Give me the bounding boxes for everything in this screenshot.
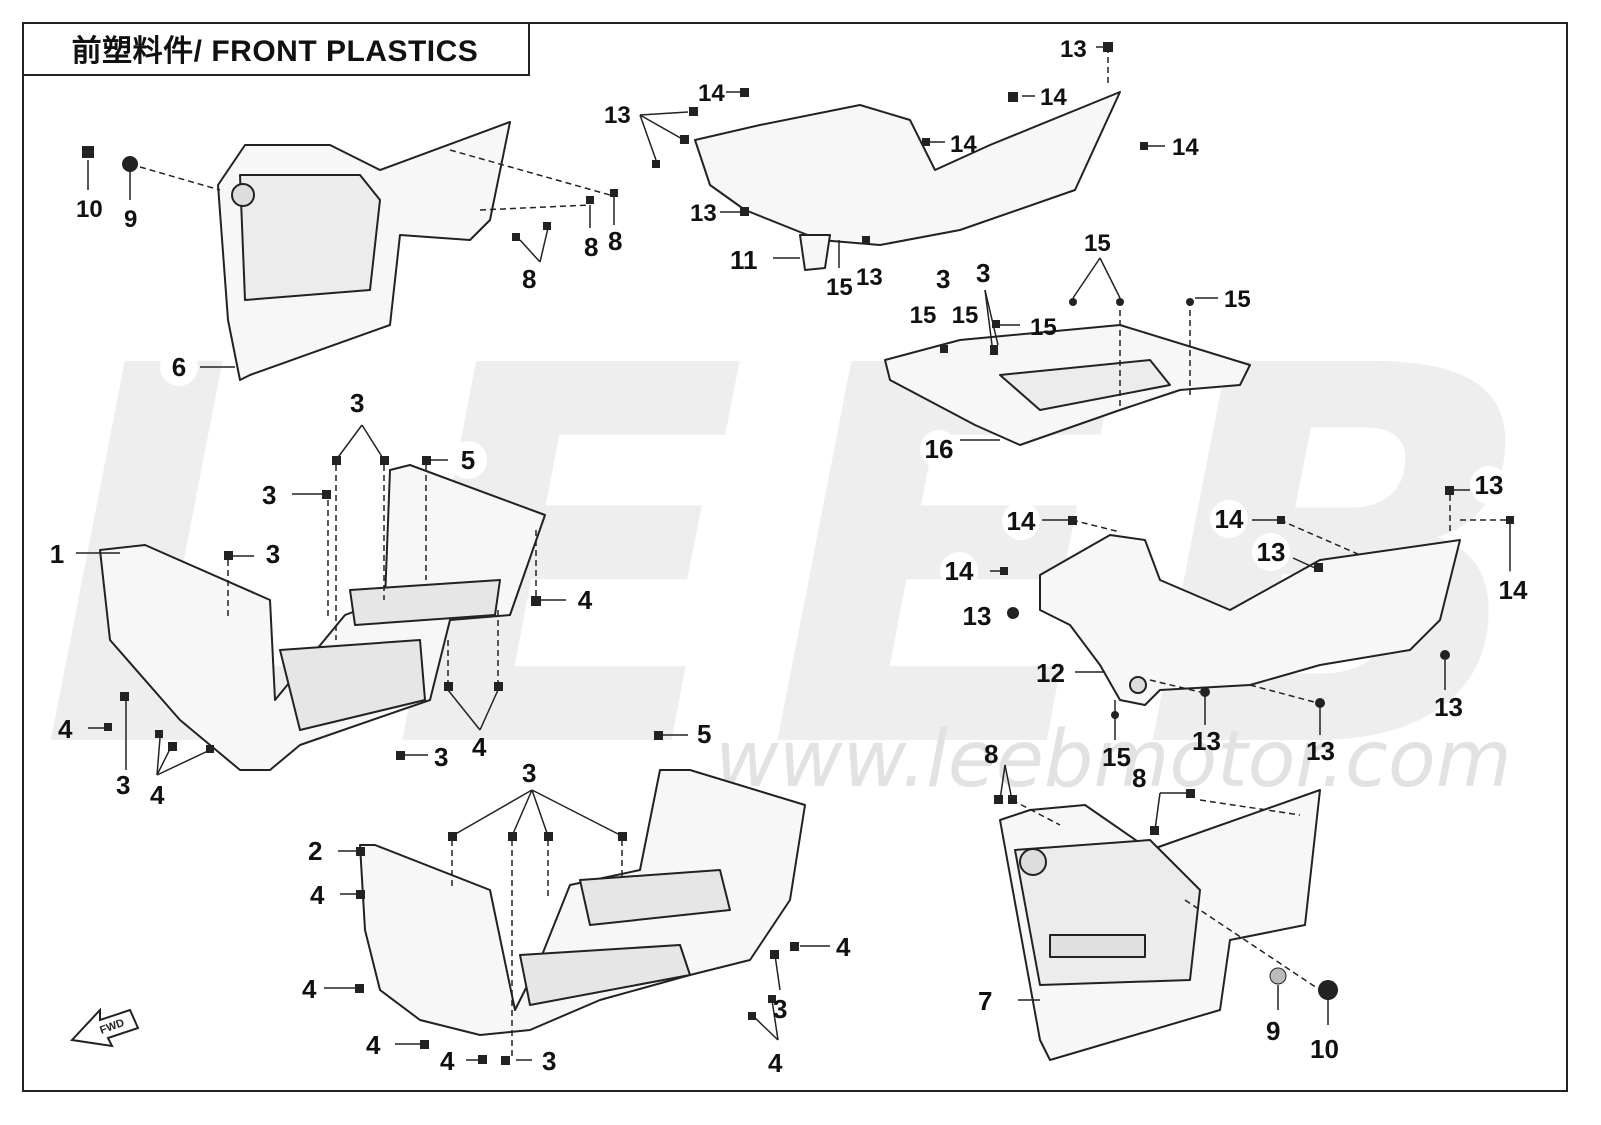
part-12-right-fender (1039, 534, 1461, 706)
callout-4: 4 (472, 732, 487, 762)
callout-8: 8 (584, 232, 599, 262)
callout-13: 13 (1252, 533, 1290, 571)
callout-13: 13 (1306, 736, 1335, 766)
callout-13: 13 (604, 102, 631, 129)
callout-3: 3 (116, 770, 131, 800)
callout-4: 4 (768, 1048, 783, 1078)
callout-14: 14 (1172, 134, 1199, 161)
part-1-left-footrest (99, 464, 546, 771)
callout-8: 8 (1132, 763, 1147, 793)
callout-4: 4 (150, 780, 165, 810)
callout-14: 14 (1210, 500, 1248, 538)
callout-4: 4 (302, 974, 317, 1004)
part-7-right-side-panel (999, 789, 1321, 1061)
callout-14: 14 (940, 552, 978, 590)
callout-5: 5 (449, 441, 487, 479)
callout-10: 10 (76, 196, 103, 223)
callout-10: 10 (1310, 1034, 1339, 1064)
callout-13: 13 (856, 264, 883, 291)
part-6-left-side-panel (217, 121, 511, 381)
callout-15: 15 (1084, 230, 1111, 257)
callout-3: 3 (773, 994, 788, 1024)
callout-14: 14 (950, 131, 977, 158)
url-watermark: www.leebmotor.com (715, 715, 1512, 805)
callout-9: 9 (124, 206, 138, 233)
callout-11: 11 (730, 245, 758, 275)
callout-15: 15 (904, 297, 942, 335)
callout-4: 4 (310, 880, 325, 910)
callout-13: 13 (690, 200, 717, 227)
callout-13: 13 (1192, 726, 1221, 756)
callout-1: 1 (38, 535, 76, 573)
callout-6: 6 (160, 348, 198, 386)
part-11-upper-front-fender (694, 91, 1121, 271)
diagram-frame (22, 22, 1568, 1092)
callout-8: 8 (608, 226, 623, 256)
callout-3: 3 (350, 388, 365, 418)
callout-3: 3 (542, 1046, 557, 1076)
fwd-arrow-icon (69, 1007, 140, 1048)
callout-14: 14 (1494, 571, 1532, 609)
title-box: 前塑料件/ FRONT PLASTICS (22, 22, 530, 76)
callout-8: 8 (522, 264, 537, 294)
callout-13: 13 (1434, 692, 1463, 722)
callout-9: 9 (1266, 1016, 1281, 1046)
page-title: 前塑料件/ FRONT PLASTICS (71, 35, 479, 68)
callout-12: 12 (1036, 658, 1065, 688)
callout-14: 14 (1002, 502, 1040, 540)
callout-2: 2 (308, 836, 323, 866)
part-2-right-footrest (359, 769, 806, 1036)
callout-4: 4 (366, 1030, 381, 1060)
callout-3: 3 (254, 535, 292, 573)
callout-15: 15 (826, 274, 853, 301)
callout-13: 13 (1470, 466, 1508, 504)
callout-4: 4 (836, 932, 851, 962)
callout-13: 13 (958, 597, 996, 635)
callout-15: 15 (1224, 286, 1251, 313)
callout-15: 15 (946, 297, 984, 335)
part-16-tray (884, 324, 1251, 446)
callout-14: 14 (1040, 84, 1067, 111)
callout-3: 3 (522, 758, 537, 788)
callout-3: 3 (976, 258, 991, 288)
callout-15: 15 (1102, 742, 1131, 772)
callout-13: 13 (1060, 36, 1087, 63)
callout-4: 4 (566, 581, 604, 619)
callout-15: 15 (1030, 314, 1057, 341)
callout-14: 14 (698, 80, 725, 107)
callout-8: 8 (984, 739, 999, 769)
callout-4: 4 (58, 714, 73, 744)
callout-4: 4 (440, 1046, 455, 1076)
callout-3: 3 (936, 264, 951, 294)
callout-3: 3 (262, 480, 277, 510)
callout-5: 5 (697, 719, 712, 749)
callout-7: 7 (978, 986, 993, 1016)
callout-16: 16 (920, 430, 958, 468)
callout-3: 3 (434, 742, 449, 772)
